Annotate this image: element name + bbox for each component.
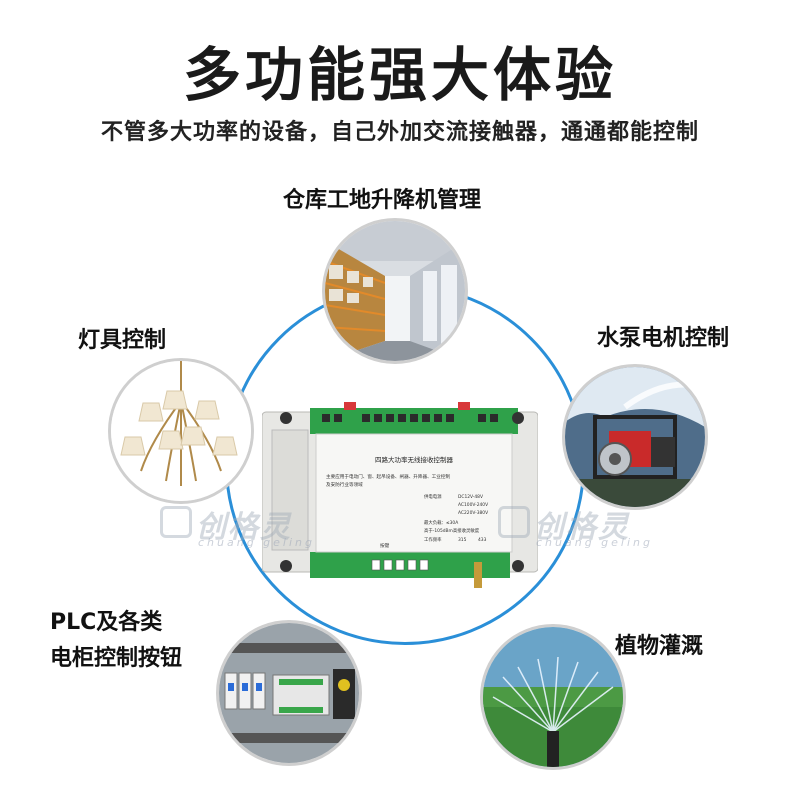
device-power-label: 供电电源 (424, 493, 442, 500)
label-lighting: 灯具控制 (78, 328, 167, 353)
page-title: 多功能强大体验 (182, 41, 617, 109)
label-plc-line2: 电柜控制按钮 (50, 646, 183, 671)
device-freq-opt-1: 315 (458, 537, 467, 543)
device-sensitivity: 高于-105dBm高接收灵敏度 (424, 527, 480, 534)
plc-cabinet-photo (216, 620, 362, 766)
label-warehouse: 仓库工地升降机管理 (283, 188, 482, 213)
watermark-logo-right (498, 506, 530, 538)
page-subtitle: 不管多大功率的设备，自己外加交流接触器，通通都能控制 (100, 120, 699, 145)
watermark-right: 创格灵 (534, 510, 630, 545)
device-max-load: 最大负载：≤30A (424, 519, 458, 526)
device-power-opt-1: DC12V-48V (458, 494, 483, 500)
device-desc-2: 及安防行业等领域 (326, 481, 363, 488)
water-pump-photo (562, 364, 708, 510)
irrigation-photo (480, 624, 626, 770)
device-heading: 四路大功率无线接收控制器 (375, 455, 454, 464)
watermark-left: 创格灵 (196, 510, 292, 545)
watermark-right-sub: chuang geling (536, 536, 653, 549)
device-desc-1: 主要应用于电动门、窗、起吊设备、闸器、升降器、工业控制 (326, 473, 450, 480)
label-plc-line1: PLC及各类 (50, 610, 163, 635)
device-freq-opt-2: 433 (478, 537, 487, 543)
device-power-opt-2: AC100V-240V (458, 502, 488, 508)
warehouse-photo (322, 218, 468, 364)
watermark-left-sub: chuang geling (198, 536, 315, 549)
label-pump: 水泵电机控制 (597, 326, 730, 351)
device-learn-key: 按键 (380, 542, 390, 549)
label-irrigation: 植物灌溉 (615, 634, 704, 659)
device-freq-label: 工作频率 (424, 536, 442, 543)
device-power-opt-3: AC220V-380V (458, 510, 488, 516)
chandelier-photo (108, 358, 254, 504)
watermark-logo-left (160, 506, 192, 538)
wireless-receiver-controller: 四路大功率无线接收控制器 主要应用于电动门、窗、起吊设备、闸器、升降器、工业控制… (262, 402, 538, 588)
